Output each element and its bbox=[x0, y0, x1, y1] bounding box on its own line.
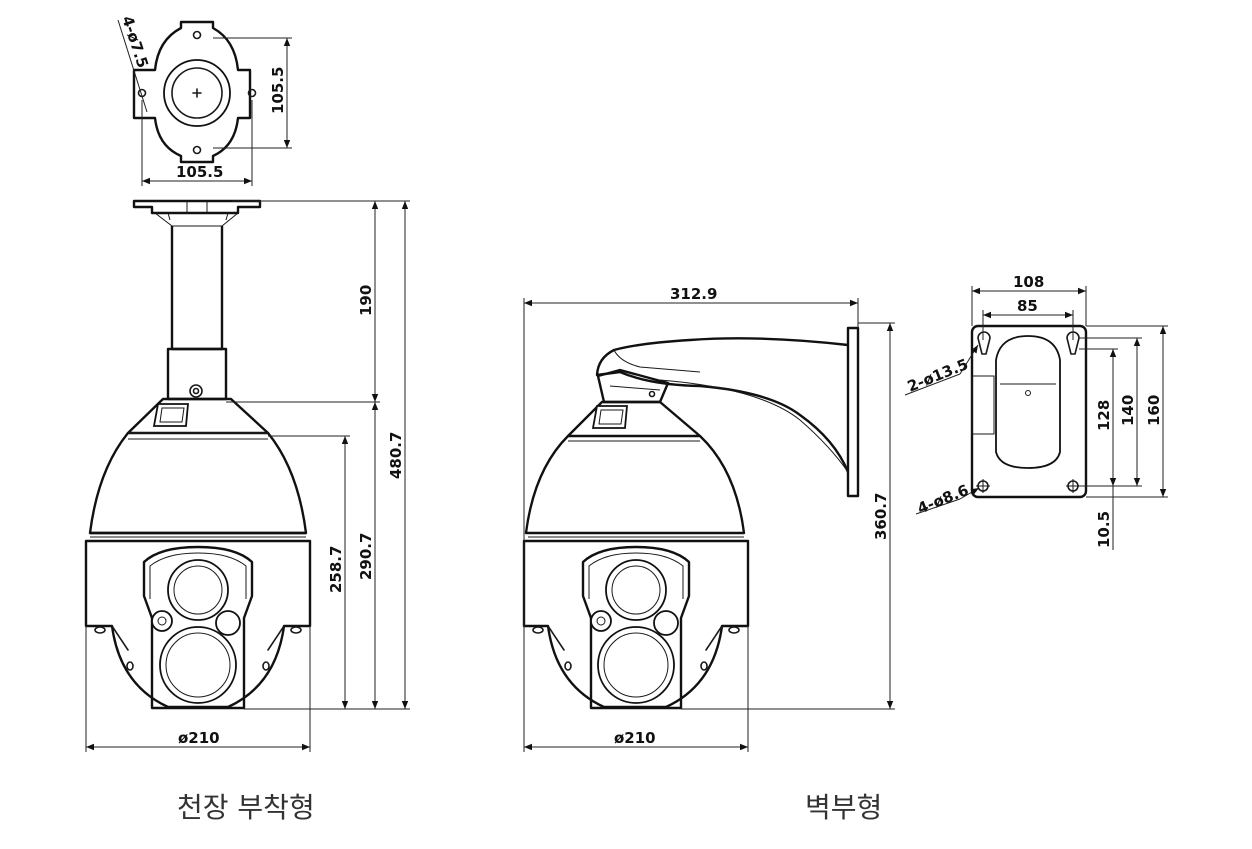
caption-wall-mount: 벽부형 bbox=[805, 791, 882, 824]
ceiling-camera bbox=[84, 199, 312, 710]
caption-ceiling-mount: 천장 부착형 bbox=[177, 791, 315, 824]
wall-bracket-front-view bbox=[970, 324, 1088, 499]
dim-bracket-inner-width: 85 bbox=[1017, 297, 1038, 315]
dim-bracket-h3: 160 bbox=[1145, 395, 1163, 426]
dim-ceiling-plate-height: 105.5 bbox=[269, 67, 287, 114]
wall-camera bbox=[522, 326, 860, 710]
dim-ceiling-diameter: ø210 bbox=[178, 729, 220, 747]
dim-wall-reach: 312.9 bbox=[670, 285, 717, 303]
dim-bracket-h1: 128 bbox=[1095, 400, 1113, 431]
ceiling-camera-dimensions bbox=[85, 200, 410, 752]
dim-wall-diameter: ø210 bbox=[614, 729, 656, 747]
ceiling-plate-top-view bbox=[132, 20, 257, 164]
ceiling-plate-dimensions bbox=[117, 19, 292, 186]
dim-bracket-mount-holes: 4-ø8.6 bbox=[915, 481, 971, 518]
wall-bracket-dimensions bbox=[904, 286, 1168, 550]
dim-ceiling-plate-width: 105.5 bbox=[176, 163, 223, 181]
dim-ceiling-upper-dome: 290.7 bbox=[357, 533, 375, 580]
dim-ceiling-total: 480.7 bbox=[387, 432, 405, 479]
dim-bracket-width: 108 bbox=[1013, 273, 1044, 291]
dim-bracket-slot-holes: 2-ø13.5 bbox=[905, 355, 971, 396]
dim-ceiling-lower-dome: 258.7 bbox=[327, 546, 345, 593]
dim-ceiling-holes: 4-ø7.5 bbox=[118, 14, 152, 70]
dim-wall-height: 360.7 bbox=[872, 493, 890, 540]
dim-bracket-h2: 140 bbox=[1119, 395, 1137, 426]
dim-bracket-offset: 10.5 bbox=[1095, 511, 1113, 548]
dim-ceiling-pole: 190 bbox=[357, 285, 375, 316]
wall-camera-dimensions bbox=[523, 298, 895, 752]
